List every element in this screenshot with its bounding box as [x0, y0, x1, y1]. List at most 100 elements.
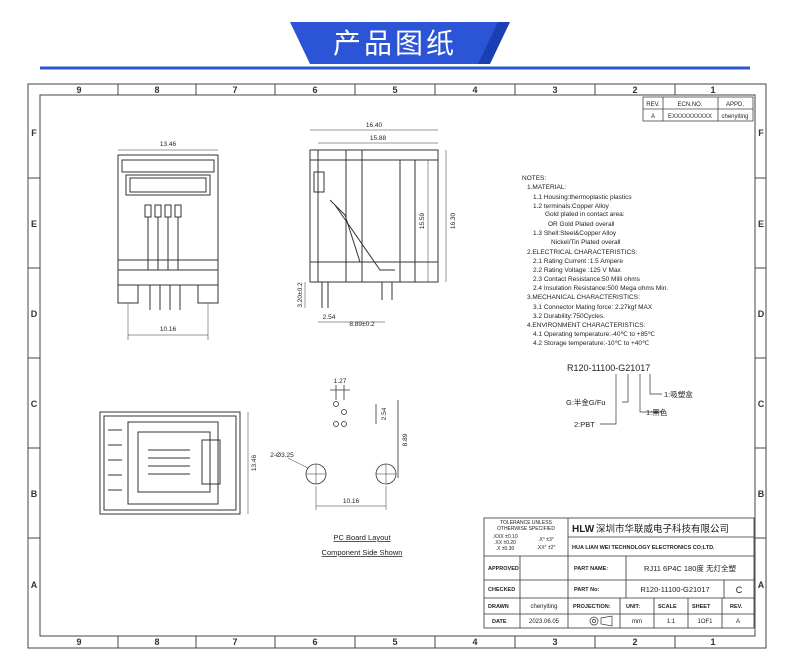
rev-value-ecn: EXXXXXXXXXX	[668, 114, 712, 120]
side-view	[304, 129, 447, 323]
notes-line-10: 2.2 Rating Voltage :125 V Max	[533, 267, 622, 274]
notes-line-0: NOTES:	[522, 175, 546, 182]
label-approved: APPROVED	[488, 566, 519, 572]
company-name-en: HUA LIAN WEI TECHNOLOGY ELECTRONICS CO;L…	[572, 545, 715, 551]
pcb-caption-subtitle: Component Side Shown	[322, 548, 403, 557]
col-label-4-bottom: 4	[472, 637, 477, 647]
value-sheet: 1OF1	[697, 619, 713, 625]
col-label-6-bottom: 6	[312, 637, 317, 647]
row-label-b: B	[31, 489, 38, 499]
col-label-5: 5	[392, 85, 397, 95]
tolerance-line-4: .XX° ±2°	[537, 545, 556, 551]
rev-value-rev: A	[651, 114, 655, 120]
row-label-c: C	[31, 399, 38, 409]
rev-header-appd: APPD.	[726, 102, 744, 108]
callout-material: 2:PBT	[574, 420, 595, 429]
notes-line-17: 4.1 Operating temperature:-40℃ to +85℃	[533, 331, 656, 338]
dim-pcb-hole-span: 10.16	[343, 498, 360, 505]
dim-side-height-total: 16.30	[450, 212, 457, 229]
col-label-7-bottom: 7	[232, 637, 237, 647]
dim-front-pin-span: 10.16	[160, 326, 177, 333]
dim-side-body: 15.88	[370, 135, 387, 142]
value-unit: mm	[632, 619, 642, 625]
col-label-3: 3	[552, 85, 557, 95]
label-part-no: PART No:	[574, 587, 599, 593]
part-code-leaders	[600, 374, 662, 425]
row-label-e: E	[31, 219, 37, 229]
banner-background	[40, 22, 750, 70]
value-date: 2023.06.05	[529, 619, 560, 625]
value-scale: 1:1	[667, 619, 676, 625]
front-view	[117, 149, 219, 340]
notes-line-16: 4.ENVIRONMENT CHARACTERISTICS:	[527, 322, 646, 329]
revision-table	[642, 96, 754, 122]
callout-package: 1:吸塑盒	[664, 389, 693, 399]
col-label-8: 8	[154, 85, 159, 95]
banner-title: 产品图纸	[332, 27, 457, 60]
tolerance-line-2: .X ±0.30	[496, 546, 515, 552]
col-label-2-bottom: 2	[632, 637, 637, 647]
col-label-8-bottom: 8	[154, 637, 159, 647]
frame-inner	[39, 94, 756, 637]
dim-pcb-holes: 2-Ø3.25	[270, 452, 294, 459]
row-label-d: D	[31, 309, 38, 319]
notes-line-5: OR Gold Plated overall	[548, 221, 615, 228]
top-view	[99, 411, 249, 515]
tolerance-line-3: .X° ±3°	[538, 537, 554, 543]
col-label-9-bottom: 9	[76, 637, 81, 647]
rev-header-ecn: ECN.NO.	[677, 102, 702, 108]
notes-line-18: 4.2 Storage temperature:-10℃ to +40℃	[533, 340, 650, 347]
notes-line-8: 2.ELECTRICAL CHARACTERISTICS:	[527, 249, 637, 256]
part-code: R120-11100-G21017	[567, 363, 650, 373]
label-date: DATE	[492, 619, 507, 625]
label-sheet: SHEET	[692, 604, 711, 610]
notes-line-13: 3.MECHANICAL CHARACTERISTICS:	[527, 294, 640, 301]
rev-value-appd: chenyiting	[721, 114, 748, 120]
value-part-name: RJ11 6P4C 180度 无灯全塑	[644, 563, 736, 573]
row-label-b-right: B	[758, 489, 765, 499]
dim-top-depth: 13.46	[251, 454, 258, 471]
row-label-c-right: C	[758, 399, 765, 409]
pcb-caption-title: PC Board Layout	[333, 533, 391, 542]
row-label-a-right: A	[758, 580, 765, 590]
dim-side-height-body: 15.59	[419, 212, 426, 229]
tolerance-line-1: .XX ±0.20	[494, 540, 516, 546]
callout-color: 1:黑色	[646, 407, 668, 417]
label-rev: REV.	[730, 604, 743, 610]
col-label-5-bottom: 5	[392, 637, 397, 647]
tolerance-line-0: .XXX ±0.10	[492, 534, 517, 540]
col-label-2: 2	[632, 85, 637, 95]
notes-line-7: Nickel/Tin Plated overall	[551, 239, 621, 246]
pcb-layout	[287, 385, 399, 510]
projection-symbol	[589, 615, 613, 627]
dim-side-pin-pos: 8.89±0.2	[349, 321, 375, 328]
notes-line-2: 1.1 Housing:thermoplastic plastics	[533, 194, 632, 201]
label-part-name: PART NAME:	[574, 566, 608, 572]
frame-outer	[27, 83, 767, 649]
row-label-a: A	[31, 580, 38, 590]
rev-header-rev: REV.	[646, 102, 660, 108]
company-logo: HLW	[572, 524, 595, 535]
label-checked: CHECKED	[488, 587, 515, 593]
notes-line-15: 3.2 Durability:750Cycles.	[533, 313, 605, 320]
dim-side-total: 16.40	[366, 122, 383, 129]
label-projection: PROJECTION:	[573, 604, 611, 610]
notes-line-6: 1.3 Shell:Steel&Copper Alloy	[533, 230, 617, 237]
tolerance-header-1: TOLERANCE UNLESS	[500, 520, 553, 526]
notes-line-12: 2.4 Insulation Resistance:500 Mega ohms …	[533, 285, 668, 292]
col-label-6: 6	[312, 85, 317, 95]
value-drawn: chenyiting	[530, 604, 557, 610]
col-label-7: 7	[232, 85, 237, 95]
row-label-d-right: D	[758, 309, 765, 319]
callout-plating: G:半金G/Fu	[566, 397, 606, 407]
notes-line-14: 3.1 Connector Mating force: 2.27kgf MAX	[533, 304, 653, 311]
row-label-f-right: F	[758, 128, 764, 138]
dim-side-pin-offset: 2.54	[323, 314, 336, 321]
notes-line-4: Gold plated in contact area:	[545, 211, 625, 218]
dim-front-width: 13.46	[160, 141, 177, 148]
col-label-1: 1	[710, 85, 715, 95]
tolerance-header-2: OTHERWISE SPECIFIED	[497, 526, 555, 532]
dim-pcb-pitch-v: 2.54	[381, 407, 388, 420]
label-scale: SCALE	[658, 604, 677, 610]
notes-line-1: 1.MATERIAL:	[527, 184, 566, 191]
